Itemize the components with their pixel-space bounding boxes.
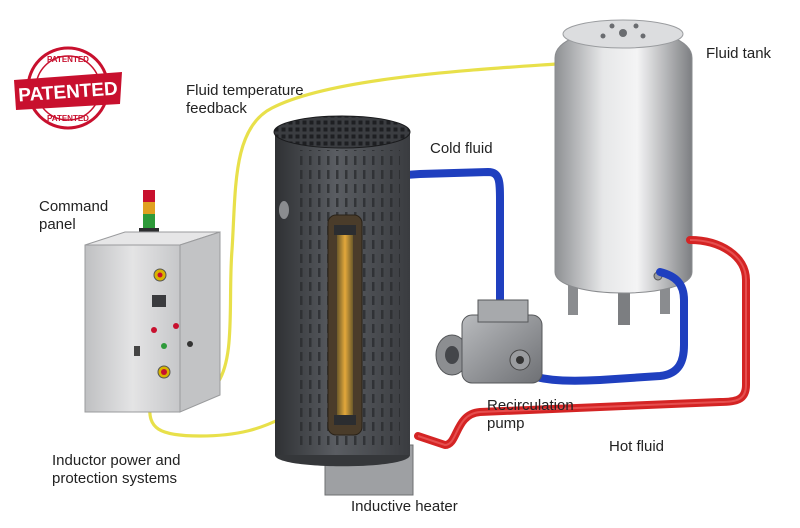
recirculation-pump-label: Recirculation pump	[487, 397, 574, 432]
fluid-tank-label: Fluid tank	[706, 45, 772, 62]
command-panel-label: Command panel	[39, 198, 109, 233]
command-panel	[84, 190, 221, 413]
inductive-heater	[273, 115, 414, 496]
patented-seal-icon: PATENTED PATENTED PATENTED	[14, 46, 122, 130]
cold-fluid-label: Cold fluid	[430, 140, 493, 157]
patented-ring-text-top: PATENTED	[47, 55, 89, 64]
hot-fluid-label: Hot fluid	[609, 438, 665, 455]
patented-ring-text-bottom: PATENTED	[47, 114, 89, 123]
inductive-heater-label: Inductive heater	[351, 498, 458, 515]
pump-to-tank-pipe	[516, 268, 688, 385]
inductor-power-label: Inductor power and protection systems	[52, 452, 181, 487]
fluid-tank	[554, 19, 693, 325]
fluid-temperature-feedback-label: Fluid temperature feedback	[186, 82, 304, 117]
recirculation-pump	[435, 299, 543, 384]
